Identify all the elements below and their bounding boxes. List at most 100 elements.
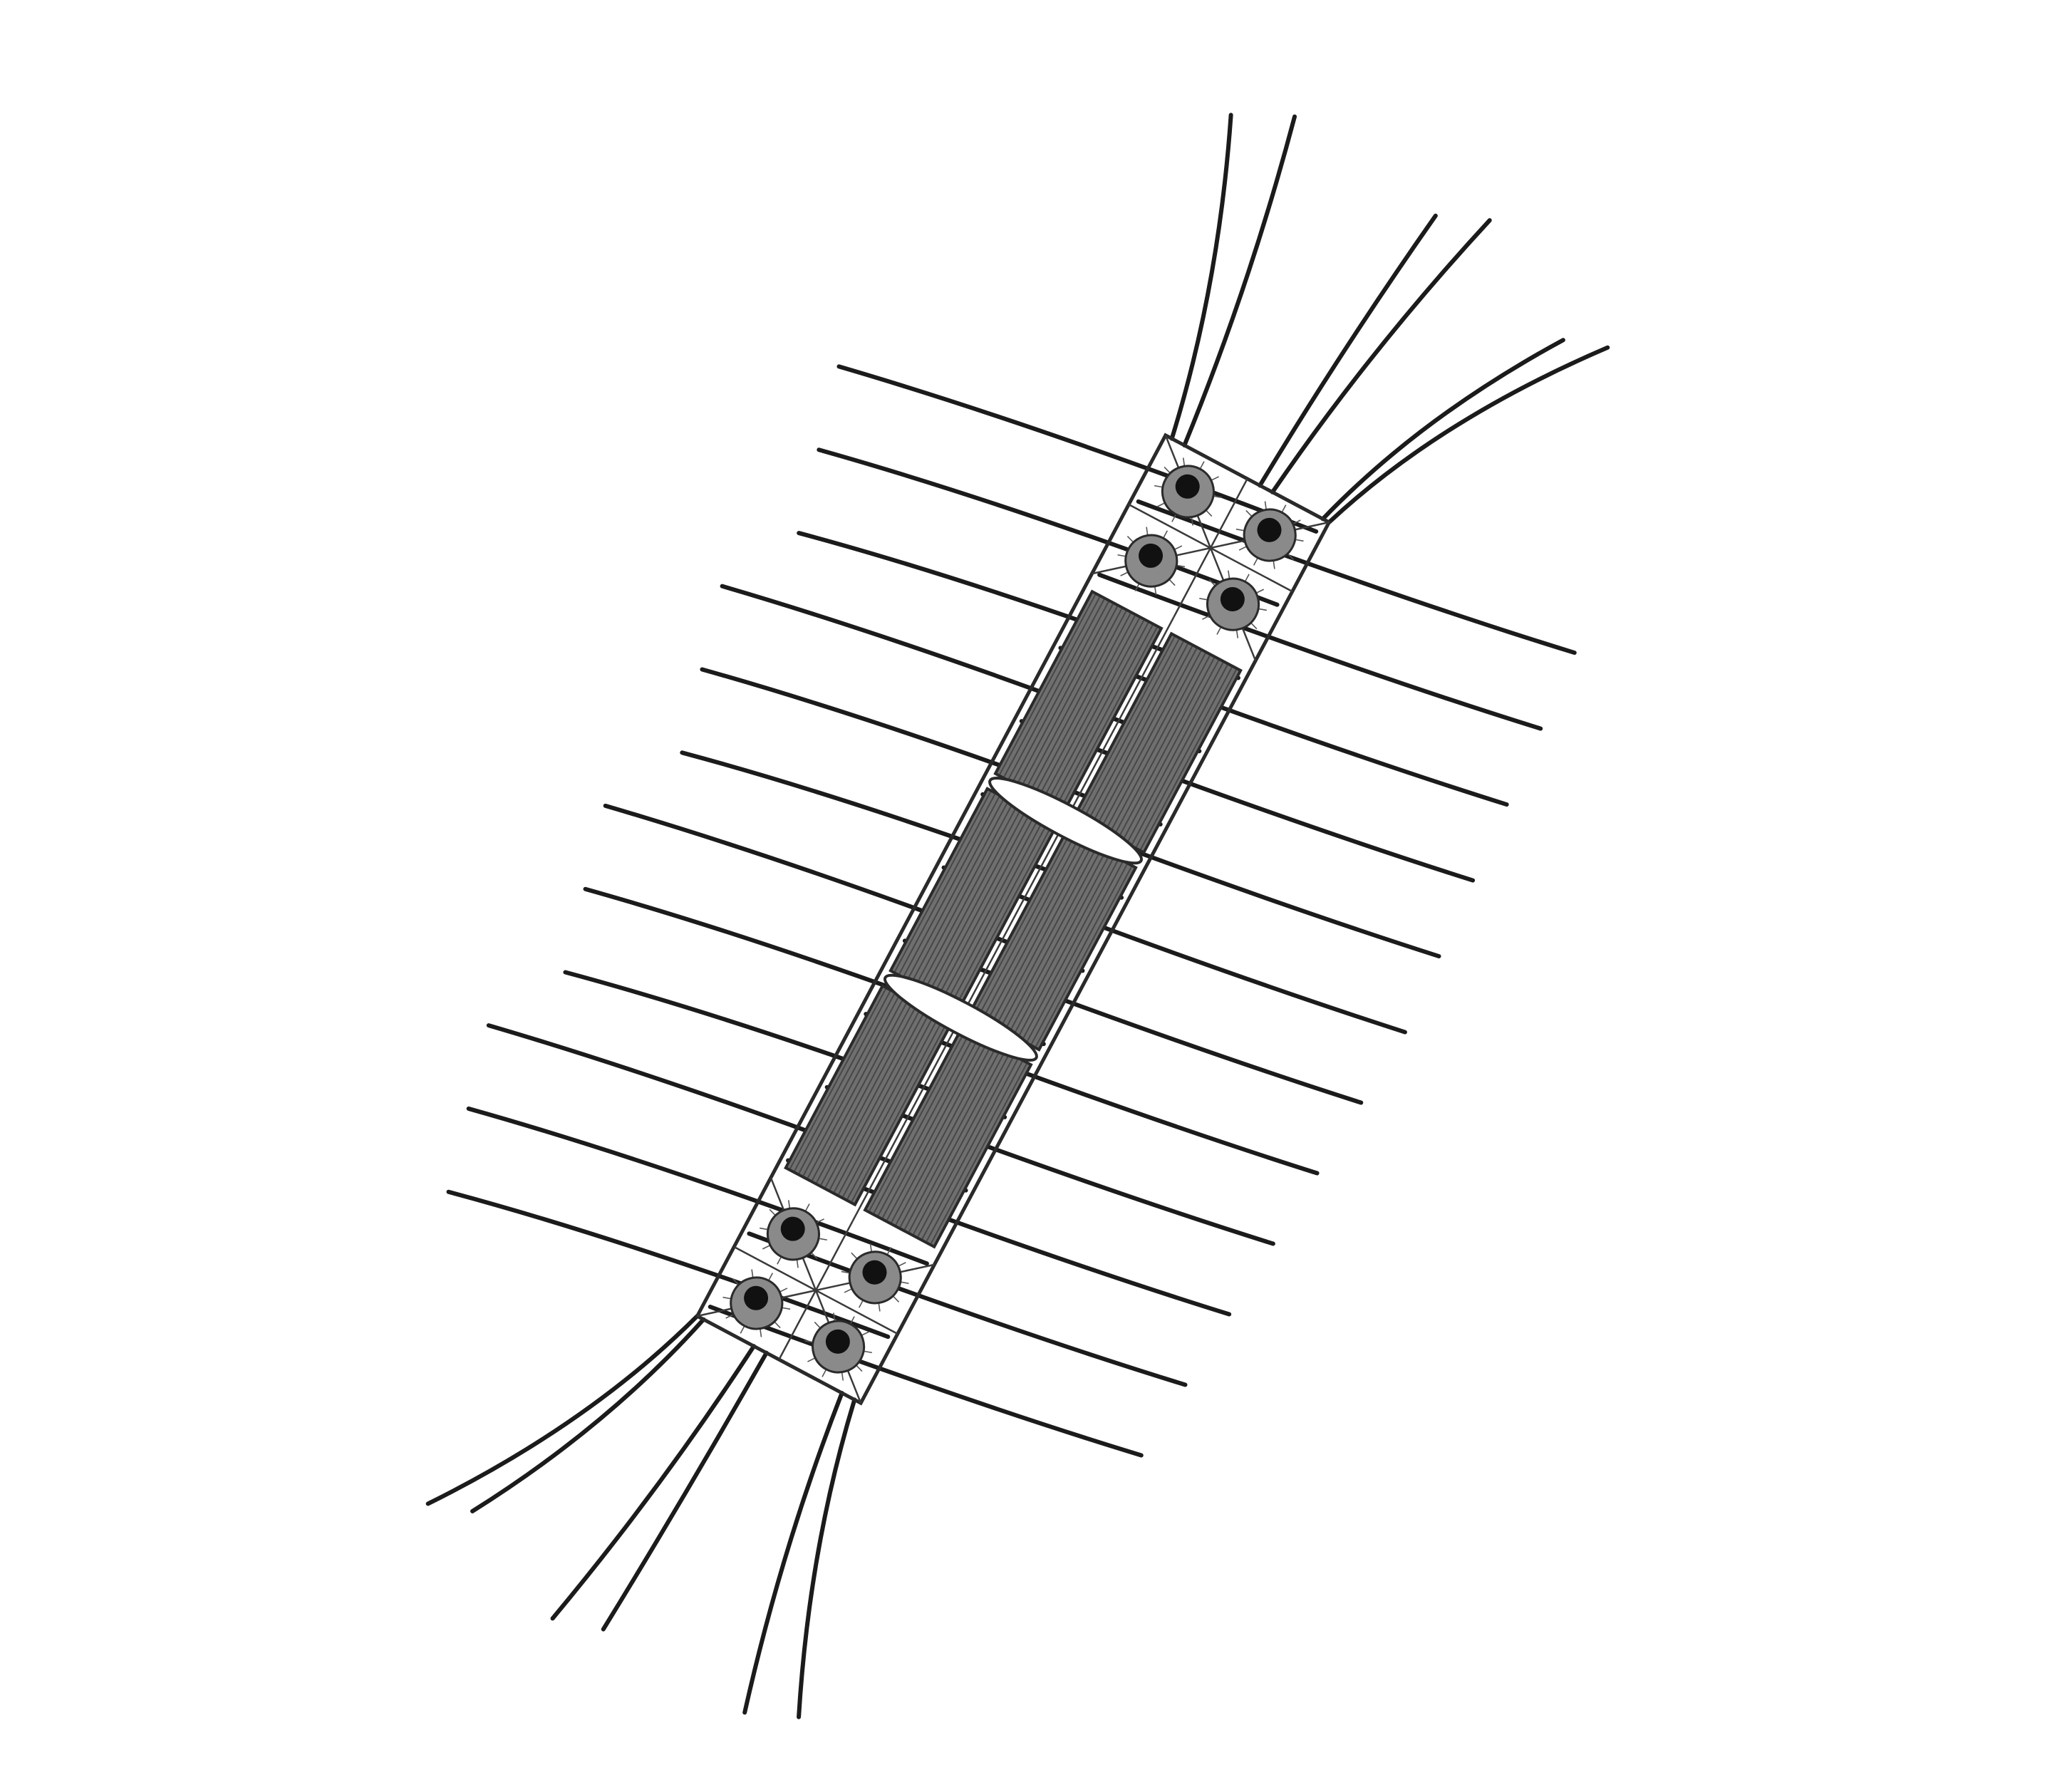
hatch-line: [1000, 847, 1097, 1028]
hatch-line: [1025, 608, 1123, 789]
fan-strand-bottom: [742, 1391, 844, 1715]
hatch-line: [807, 998, 904, 1179]
fan-strand-bottom: [550, 1344, 757, 1621]
hatch-line: [1052, 622, 1149, 803]
hatch-line: [982, 838, 1079, 1019]
hatch-line: [930, 1063, 1027, 1244]
hatch-line: [1056, 625, 1154, 805]
hatch-line: [812, 1000, 908, 1181]
node-core: [1220, 586, 1245, 611]
node-core: [825, 1329, 850, 1354]
hatch-line: [1017, 604, 1114, 784]
hatch-line: [929, 810, 1027, 991]
fan-strand-top: [1320, 338, 1565, 522]
hatch-line: [1030, 864, 1128, 1045]
hatch-line: [838, 1014, 935, 1195]
hatch-line: [917, 1056, 1015, 1237]
hatch-line: [886, 1040, 983, 1221]
hatch-line: [1096, 646, 1193, 827]
segment-separator: [883, 973, 1038, 1062]
hatch-line: [921, 805, 1018, 986]
hatch-line: [913, 1054, 1010, 1235]
side-strand-right: [708, 1305, 1144, 1458]
hatch-line: [846, 1019, 944, 1200]
node-core: [862, 1260, 887, 1285]
hatch-line: [907, 798, 1005, 979]
hatch-line: [1135, 667, 1233, 848]
hatch-line: [1038, 615, 1136, 796]
bottom-fan-strands: [425, 1314, 857, 1719]
segment-separator: [988, 777, 1144, 865]
node-core: [1175, 474, 1200, 499]
top-fan-strands: [1169, 113, 1610, 524]
cell-divider: [1173, 478, 1248, 618]
hatch-line: [851, 1021, 948, 1202]
fan-strand-top: [1258, 213, 1438, 488]
fan-strand-bottom: [425, 1314, 700, 1506]
hatch-line: [1007, 599, 1105, 780]
fan-strand-top: [1270, 218, 1492, 494]
hatch-line: [894, 791, 991, 972]
hatch-line: [1035, 866, 1132, 1047]
side-strand-left: [466, 1106, 929, 1266]
side-strand-right: [1097, 572, 1543, 731]
fan-strand-top: [1169, 113, 1233, 441]
body-center-line: [851, 616, 1175, 1222]
hatch-line: [1078, 636, 1176, 817]
side-strand-left: [446, 1189, 891, 1340]
hatch-line: [1100, 648, 1198, 829]
hatch-line: [816, 1003, 913, 1184]
hatch-line: [1017, 856, 1115, 1037]
hatch-line: [1003, 596, 1101, 777]
hatch-line: [1047, 620, 1145, 801]
hatch-line: [891, 1042, 988, 1223]
hatch-line: [921, 1059, 1019, 1240]
hatch-line: [995, 845, 1093, 1026]
hatch-line: [895, 1045, 993, 1226]
fan-strand-bottom: [601, 1350, 769, 1632]
hatch-line: [829, 1010, 926, 1191]
hatch-line: [1008, 852, 1106, 1033]
hatch-line: [908, 1052, 1005, 1233]
hatch-line: [869, 1030, 966, 1211]
hatch-line: [1082, 638, 1180, 819]
node-core: [1257, 517, 1282, 542]
hatch-line: [943, 817, 1040, 998]
hatch-line: [873, 1033, 970, 1213]
side-strand-right: [747, 1231, 1188, 1387]
hatch-line: [881, 1037, 979, 1218]
hatch-line: [899, 1047, 997, 1228]
hatch-line: [955, 824, 1053, 1005]
fan-strand-bottom: [470, 1317, 706, 1513]
hatch-line: [898, 794, 996, 975]
hatch-line: [1092, 643, 1188, 824]
fan-strand-top: [1182, 114, 1297, 447]
hatch-line: [1122, 660, 1220, 841]
hatch-line: [1131, 664, 1228, 845]
hatch-line: [802, 995, 900, 1176]
hatch-line: [1030, 611, 1127, 792]
hatch-line: [1087, 641, 1184, 822]
hatch-line: [999, 594, 1097, 775]
cell-divider: [778, 1221, 854, 1360]
fan-strand-bottom: [797, 1397, 857, 1719]
hatch-line: [798, 993, 896, 1174]
hatch-line: [987, 840, 1084, 1021]
hatch-line: [789, 988, 886, 1169]
hatch-line: [1060, 627, 1158, 808]
hatch-line: [926, 1061, 1023, 1242]
hatch-line: [1104, 651, 1202, 832]
side-strand-left: [817, 447, 1280, 607]
hatch-line: [1026, 861, 1124, 1042]
hatch-line: [903, 796, 1000, 977]
hatch-line: [978, 836, 1075, 1017]
hatch-line: [973, 834, 1071, 1015]
hatch-line: [877, 1035, 975, 1216]
hatch-line: [1022, 859, 1119, 1040]
hatch-line: [951, 822, 1049, 1003]
hatch-line: [933, 812, 1031, 993]
node-core: [780, 1216, 805, 1241]
hatch-line: [833, 1012, 931, 1193]
hatch-line: [820, 1005, 918, 1186]
